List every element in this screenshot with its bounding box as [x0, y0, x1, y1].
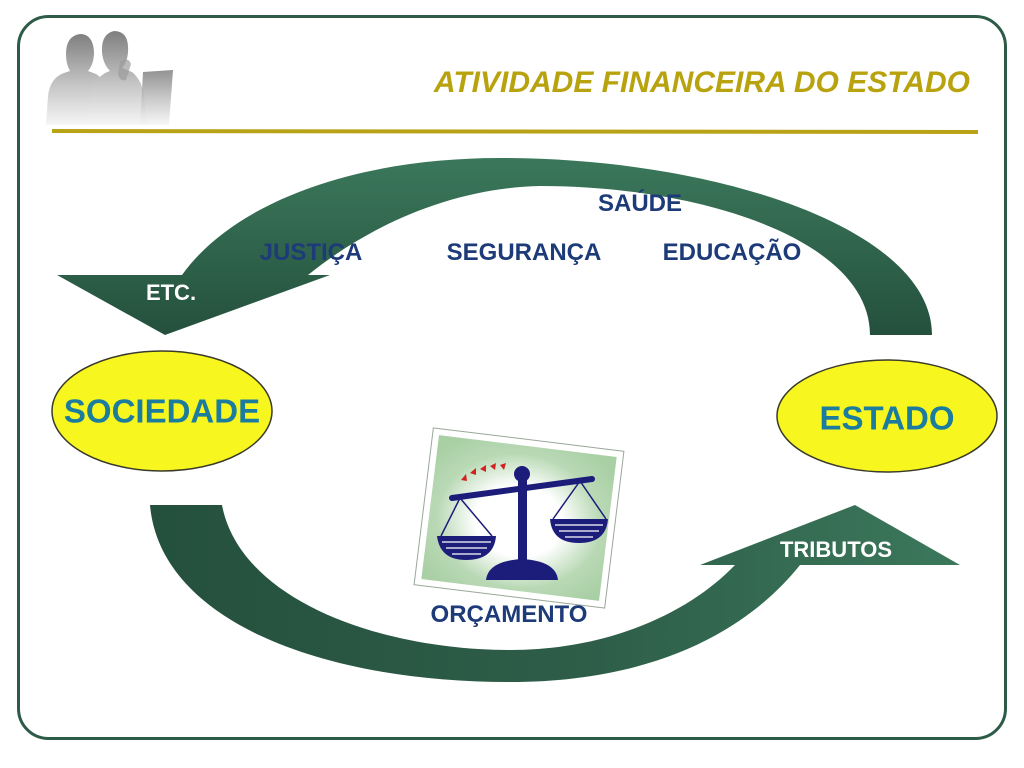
silhouette-laptop: [140, 70, 173, 125]
scale-left-hanger: [459, 497, 493, 537]
service-label-justica: JUSTIÇA: [259, 239, 363, 266]
silhouette-hand: [118, 59, 131, 81]
service-label-educacao: EDUCAÇÃO: [662, 239, 802, 266]
accent-mark: [500, 463, 506, 470]
slide-title: ATIVIDADE FINANCEIRA DO ESTADO: [433, 66, 970, 99]
silhouette-person-right: [88, 31, 147, 125]
top-curved-arrow: [57, 158, 932, 335]
estado-node: [776, 359, 998, 473]
business-people-silhouette-icon: [46, 31, 173, 125]
budget-label: ORÇAMENTO: [430, 601, 588, 628]
bottom-arrow-label: TRIBUTOS: [779, 537, 893, 562]
accent-mark: [461, 474, 467, 481]
sociedade-label: SOCIEDADE: [63, 392, 261, 430]
title-underline: [51, 129, 979, 134]
scale-beam: [449, 476, 595, 501]
scale-right-hanger: [579, 480, 607, 520]
service-label-saude: SAÚDE: [597, 190, 683, 217]
accent-mark: [480, 465, 486, 472]
scale-post: [518, 476, 527, 564]
scale-base: [486, 559, 558, 580]
scale-pan-highlights: [442, 524, 603, 555]
bottom-curved-arrow: [150, 505, 960, 682]
accent-mark: [490, 463, 496, 470]
top-arrow-label: ETC.: [145, 280, 197, 305]
sociedade-node: [51, 350, 273, 472]
scale-card-outline: [413, 427, 625, 609]
estado-label: ESTADO: [819, 399, 955, 437]
accent-mark: [470, 468, 476, 475]
balance-scale-icon: [413, 427, 625, 609]
scale-finial: [514, 466, 530, 482]
slide-frame: [17, 15, 1007, 740]
scale-accent-marks: [461, 463, 506, 481]
scale-left-hanger: [440, 497, 461, 537]
scale-right-hanger: [552, 480, 581, 520]
service-label-seguranca: SEGURANÇA: [446, 239, 602, 266]
